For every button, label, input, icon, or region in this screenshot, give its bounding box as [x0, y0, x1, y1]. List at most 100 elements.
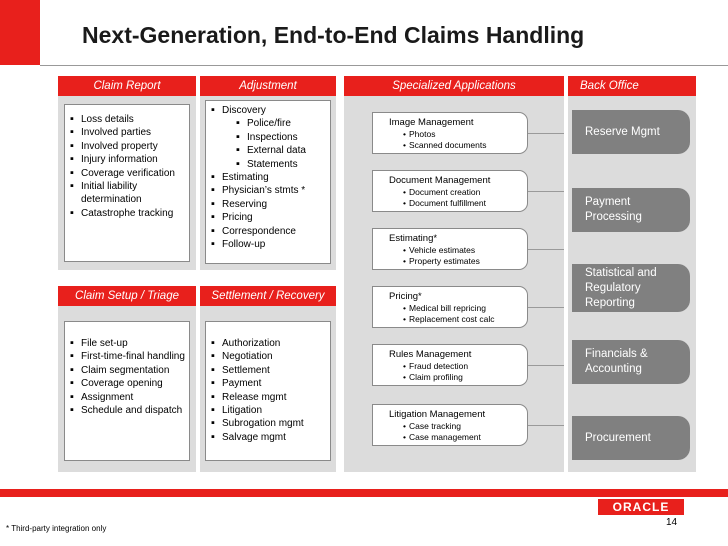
- list-item: Case management: [403, 432, 527, 443]
- header-specialized-applications: Specialized Applications: [344, 76, 564, 96]
- claim-setup-list: File set-upFirst-time-final handlingClai…: [70, 337, 189, 418]
- list-item: Photos: [403, 129, 527, 140]
- adjustment-box: Discovery Police/fireInspectionsExternal…: [205, 100, 331, 264]
- specialized-app-box: Litigation ManagementCase trackingCase m…: [372, 404, 528, 446]
- list-item: Payment: [211, 377, 330, 391]
- list-item: Injury information: [70, 153, 189, 167]
- list-item: Follow-up: [211, 238, 330, 252]
- title-accent-bar: [0, 0, 40, 65]
- list-item: Property estimates: [403, 256, 527, 267]
- settlement-list: AuthorizationNegotiationSettlementPaymen…: [211, 337, 330, 445]
- back-office-label-line: Accounting: [585, 363, 642, 375]
- claim-report-box: Loss detailsInvolved partiesInvolved pro…: [64, 104, 190, 262]
- list-item: Discovery Police/fireInspectionsExternal…: [211, 104, 330, 171]
- list-item: Claim profiling: [403, 372, 527, 383]
- list-item: Involved property: [70, 140, 189, 154]
- back-office-label-line: Regulatory: [585, 281, 641, 294]
- connector-line: [528, 307, 564, 308]
- discovery-label: Discovery: [222, 105, 266, 116]
- list-item: Catastrophe tracking: [70, 207, 189, 221]
- specialized-app-title: Litigation Management: [389, 409, 486, 420]
- list-item: Fraud detection: [403, 361, 527, 372]
- list-item: Coverage opening: [70, 377, 189, 391]
- list-item: Assignment: [70, 391, 189, 405]
- specialized-app-box: Document ManagementDocument creationDocu…: [372, 170, 528, 212]
- list-item: Medical bill repricing: [403, 303, 527, 314]
- list-item: Reserving: [211, 198, 330, 212]
- connector-line: [528, 191, 564, 192]
- list-item: Document fulfillment: [403, 198, 527, 209]
- specialized-app-items: Document creationDocument fulfillment: [389, 187, 527, 209]
- settlement-box: AuthorizationNegotiationSettlementPaymen…: [205, 321, 331, 461]
- page-number: 14: [666, 517, 678, 528]
- list-item: Initial liability determination: [70, 180, 189, 207]
- list-item: Inspections: [236, 131, 330, 145]
- adjustment-items: EstimatingPhysician’s stmts *ReservingPr…: [211, 171, 330, 252]
- connector-line: [528, 365, 564, 366]
- list-item: First-time-final handling: [70, 350, 189, 364]
- list-item: File set-up: [70, 337, 189, 351]
- list-item: Loss details: [70, 113, 189, 127]
- list-item: Estimating: [211, 171, 330, 185]
- specialized-app-title: Document Management: [389, 175, 491, 186]
- back-office-label-line: Financials &: [585, 348, 648, 360]
- list-item: Schedule and dispatch: [70, 404, 189, 418]
- specialized-app-title: Pricing*: [389, 291, 422, 302]
- list-item: Settlement: [211, 364, 330, 378]
- list-item: Negotiation: [211, 350, 330, 364]
- list-item: Coverage verification: [70, 167, 189, 181]
- back-office-label: Reserve Mgmt: [585, 125, 660, 140]
- specialized-app-box: Rules ManagementFraud detectionClaim pro…: [372, 344, 528, 386]
- back-office-box: Financials & Accounting: [572, 340, 690, 384]
- list-item: External data: [236, 144, 330, 158]
- specialized-app-box: Estimating*Vehicle estimatesProperty est…: [372, 228, 528, 270]
- slide-title: Next-Generation, End-to-End Claims Handl…: [82, 22, 585, 48]
- adjustment-list: Discovery Police/fireInspectionsExternal…: [211, 104, 330, 171]
- claim-report-list: Loss detailsInvolved partiesInvolved pro…: [70, 113, 189, 221]
- discovery-sub-list: Police/fireInspectionsExternal dataState…: [222, 117, 330, 171]
- connector-line: [528, 133, 564, 134]
- header-back-office: Back Office: [568, 76, 696, 96]
- list-item: Replacement cost calc: [403, 314, 527, 325]
- list-item: Vehicle estimates: [403, 245, 527, 256]
- footer-bar: [0, 489, 728, 497]
- back-office-label: Financials & Accounting: [585, 347, 648, 377]
- title-divider: [40, 65, 728, 66]
- list-item: Statements: [236, 158, 330, 172]
- footnote: * Third-party integration only: [6, 524, 107, 533]
- specialized-app-items: Vehicle estimatesProperty estimates: [389, 245, 527, 267]
- list-item: Litigation: [211, 404, 330, 418]
- back-office-box: Procurement: [572, 416, 690, 460]
- list-item: Document creation: [403, 187, 527, 198]
- connector-line: [528, 425, 564, 426]
- oracle-logo: ORACLE: [598, 499, 684, 515]
- back-office-label-line: Processing: [585, 211, 642, 223]
- list-item: Correspondence: [211, 225, 330, 239]
- list-item: Involved parties: [70, 126, 189, 140]
- back-office-label-line: Procurement: [585, 431, 651, 444]
- specialized-app-items: PhotosScanned documents: [389, 129, 527, 151]
- connector-line: [528, 249, 564, 250]
- back-office-label-line: Payment: [585, 196, 631, 208]
- specialized-app-items: Fraud detectionClaim profiling: [389, 361, 527, 383]
- list-item: Authorization: [211, 337, 330, 351]
- list-item: Police/fire: [236, 117, 330, 131]
- header-claim-setup-triage: Claim Setup / Triage: [58, 286, 196, 306]
- list-item: Claim segmentation: [70, 364, 189, 378]
- list-item: Case tracking: [403, 421, 527, 432]
- list-item: Salvage mgmt: [211, 431, 330, 445]
- list-item: Pricing: [211, 211, 330, 225]
- back-office-label: Procurement: [585, 431, 651, 446]
- back-office-label-line: Reserve Mgmt: [585, 125, 660, 138]
- back-office-label-line: Statistical and: [585, 266, 657, 279]
- list-item: Physician’s stmts *: [211, 184, 330, 198]
- header-adjustment: Adjustment: [200, 76, 336, 96]
- list-item: Subrogation mgmt: [211, 417, 330, 431]
- specialized-app-items: Medical bill repricingReplacement cost c…: [389, 303, 527, 325]
- header-settlement-recovery: Settlement / Recovery: [200, 286, 336, 306]
- specialized-app-items: Case trackingCase management: [389, 421, 527, 443]
